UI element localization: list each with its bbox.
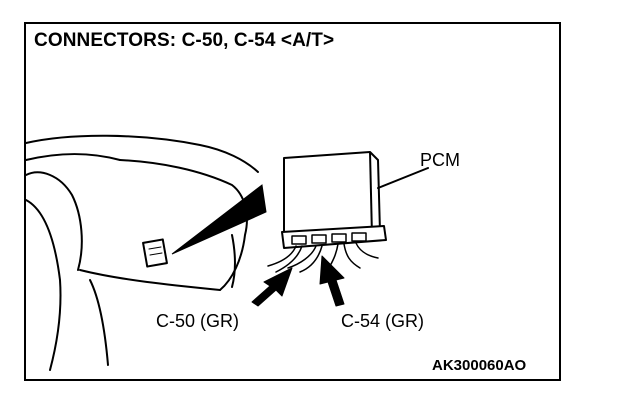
dashboard-top-edge <box>25 134 259 173</box>
diagram-title: CONNECTORS: C-50, C-54 <A/T> <box>34 30 335 51</box>
pcm-front-edge <box>369 151 373 237</box>
c50-connector-label: C-50 (GR) <box>156 311 240 331</box>
pcm-bottom-rail <box>281 225 387 249</box>
steering-column-curve <box>89 279 109 366</box>
instrument-panel-left <box>25 171 83 271</box>
pcm-connector-slot <box>351 232 367 242</box>
harness-wire <box>275 245 303 273</box>
connector-location-box <box>142 238 168 268</box>
c54-arrow <box>319 255 345 307</box>
pcm-connector-slot <box>331 233 347 243</box>
center-console-line <box>231 234 236 288</box>
lower-dash-curve <box>25 199 62 371</box>
harness-wire <box>299 245 323 273</box>
pcm-leader-line <box>377 167 429 189</box>
c54-connector-label: C-54 (GR) <box>341 311 425 331</box>
harness-wire <box>355 242 379 259</box>
pcm-connector-slot <box>291 235 307 245</box>
c50-arrow <box>251 267 293 307</box>
harness-wire <box>267 245 297 267</box>
harness-wire <box>287 245 317 269</box>
figure-code: AK300060AO <box>432 357 527 374</box>
dash-panel-line <box>79 269 221 291</box>
harness-wire <box>343 243 361 269</box>
dashboard-lower-edge <box>25 153 121 161</box>
pcm-connector-slot <box>311 234 327 244</box>
glovebox-outline <box>119 159 248 291</box>
callout-wedge <box>171 184 267 255</box>
pcm-label: PCM <box>420 150 460 170</box>
